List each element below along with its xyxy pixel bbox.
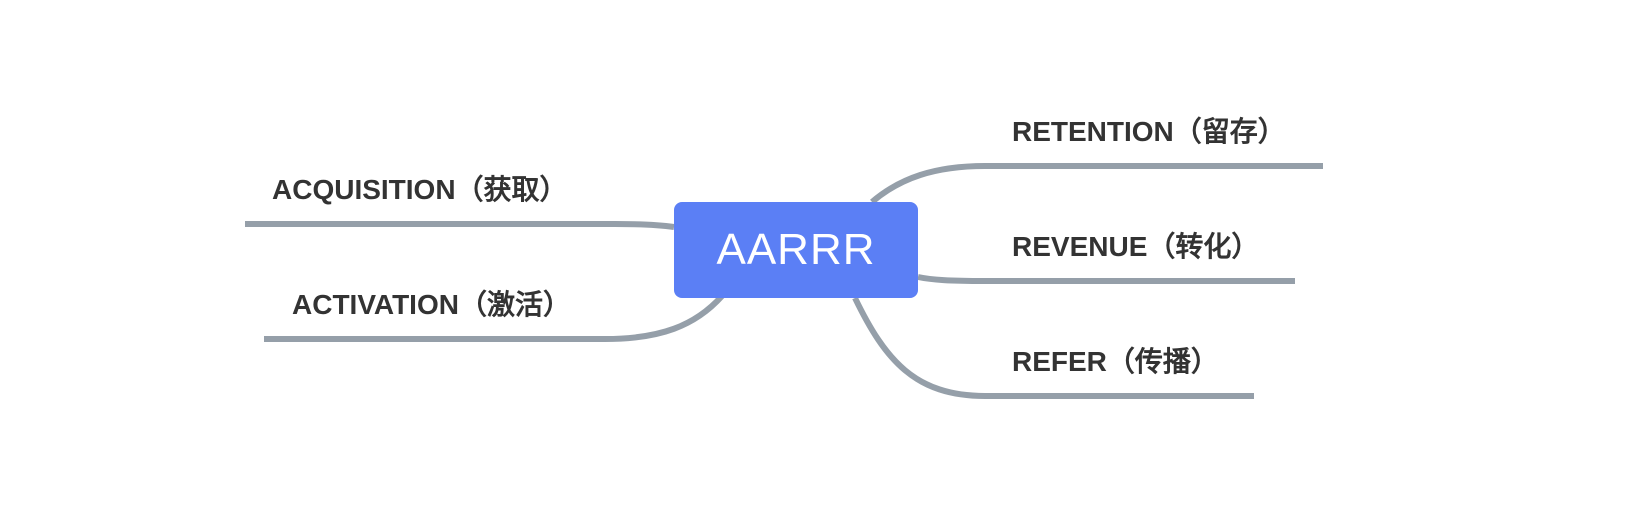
branch-acquisition[interactable]: ACQUISITION（获取）: [272, 174, 568, 205]
connector-refer: [852, 296, 1254, 399]
branch-retention[interactable]: RETENTION（留存）: [1012, 116, 1286, 147]
connector-activation: [264, 293, 725, 342]
central-topic-node[interactable]: AARRR: [674, 202, 918, 298]
branch-refer[interactable]: REFER（传播）: [1012, 346, 1219, 377]
branch-activation[interactable]: ACTIVATION（激活）: [292, 289, 571, 320]
connector-acquisition: [245, 221, 675, 230]
connector-revenue: [917, 274, 1295, 284]
central-topic-label: AARRR: [716, 225, 876, 274]
branch-revenue[interactable]: REVENUE（转化）: [1012, 231, 1260, 262]
connector-retention: [870, 163, 1323, 205]
